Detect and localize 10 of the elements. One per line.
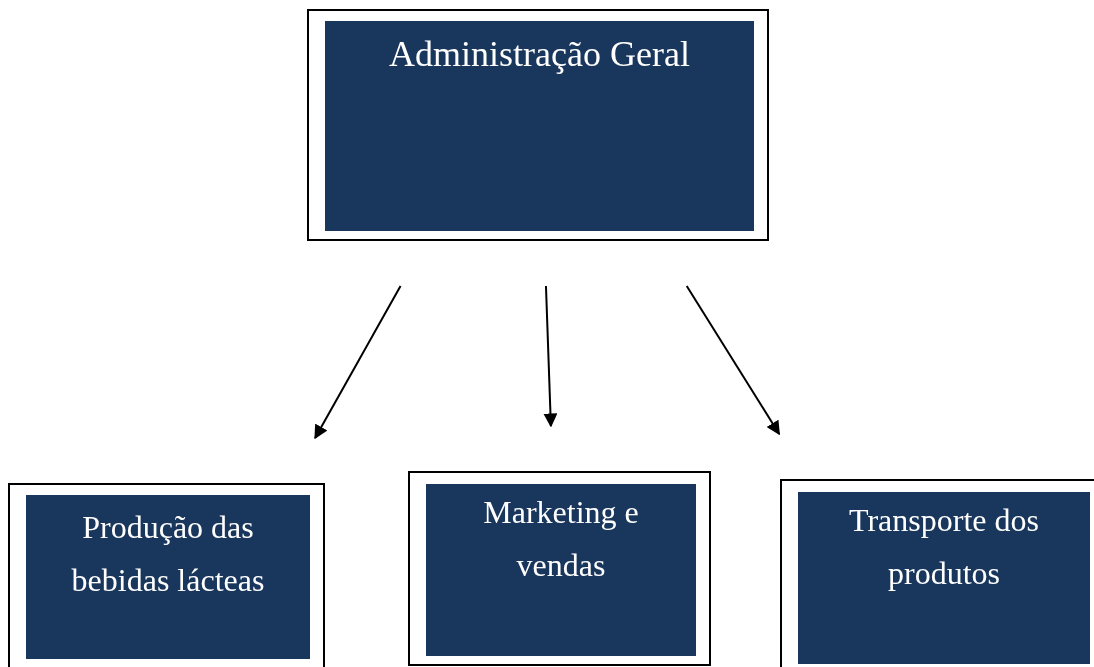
org-box-frame xyxy=(8,483,325,667)
box-title: Produção das bebidas lácteas xyxy=(70,508,266,600)
arrow xyxy=(685,285,781,436)
box-title: Marketing e vendas xyxy=(482,493,640,585)
org-box-frame xyxy=(307,9,769,241)
arrow xyxy=(543,285,558,428)
org-box-frame xyxy=(408,471,711,666)
box-title: Transporte dos produtos xyxy=(848,501,1040,593)
box-title: Administração Geral xyxy=(388,33,691,76)
arrow xyxy=(314,285,402,440)
